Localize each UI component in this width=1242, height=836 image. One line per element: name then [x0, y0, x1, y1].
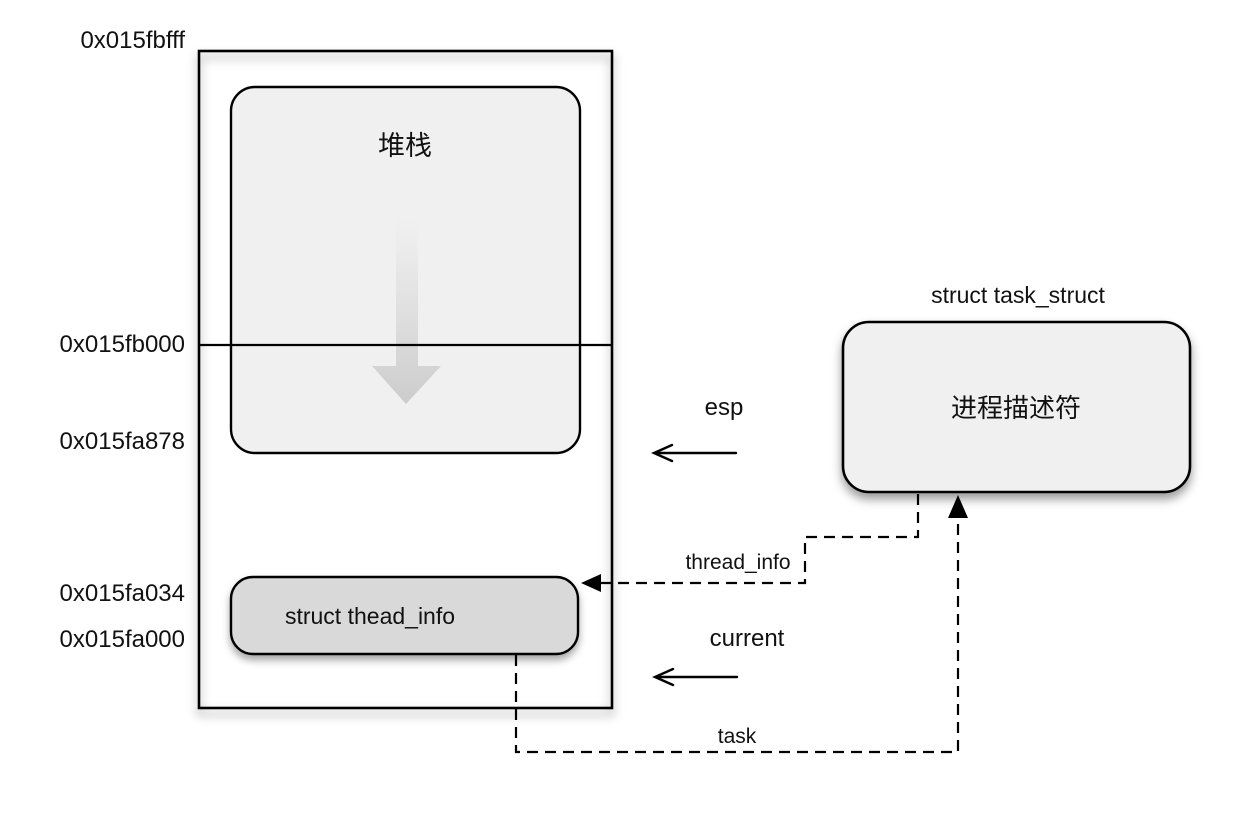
esp-label: esp — [705, 394, 744, 421]
task-pointer-label: task — [718, 725, 757, 748]
address-label-top: 0x015fbfff — [80, 27, 185, 54]
address-label-bottom: 0x015fa000 — [60, 626, 185, 653]
address-label-esp: 0x015fa878 — [60, 428, 185, 455]
task-pointer-arrowhead-icon — [948, 495, 968, 518]
memory-region-rect — [197, 49, 614, 710]
thread-info-pointer-label: thread_info — [685, 551, 790, 574]
thread-info-pointer-line — [600, 494, 920, 585]
address-label-thread-info-top: 0x015fa034 — [60, 580, 185, 607]
current-left-arrow-icon — [652, 667, 739, 687]
task-struct-box — [841, 320, 1192, 494]
task-struct-title: struct task_struct — [931, 282, 1105, 308]
thread-info-pointer-arrowhead-icon — [581, 574, 601, 592]
thread-info-box — [229, 575, 580, 656]
stack-growth-down-arrow-icon — [372, 200, 441, 404]
address-label-stack-base: 0x015fb000 — [60, 331, 185, 358]
esp-left-arrow-icon — [651, 443, 738, 463]
current-label: current — [710, 625, 785, 652]
process-descriptor-label: 进程描述符 — [951, 393, 1081, 423]
thread-info-box-label: struct thead_info — [285, 603, 455, 629]
task-pointer-line — [514, 514, 960, 754]
stack-label: 堆栈 — [378, 131, 432, 161]
